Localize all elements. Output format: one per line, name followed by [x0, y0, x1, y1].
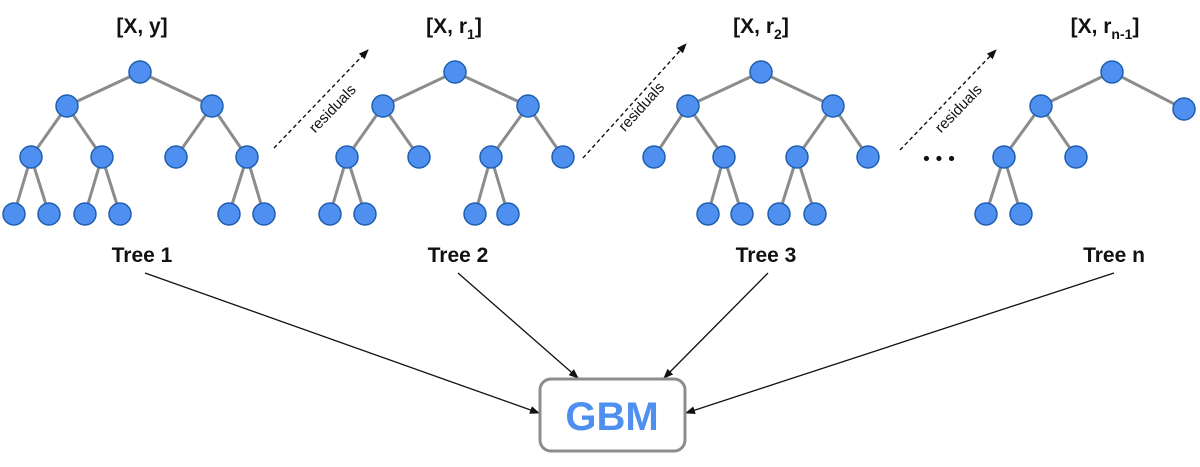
tree-3-edges [652, 70, 870, 215]
tree-3-input-label: [X, r2] [733, 15, 789, 42]
tree-node [712, 145, 736, 169]
tree-node [974, 202, 998, 226]
tree-2-input-label: [X, r1] [426, 15, 482, 42]
tree-node [252, 202, 276, 226]
arrow-tree-2-to-gbm [457, 272, 579, 379]
tree-node [479, 145, 503, 169]
tree-node [371, 94, 395, 118]
tree-node [37, 202, 61, 226]
tree-node [235, 145, 259, 169]
tree-node [803, 202, 827, 226]
tree-node [90, 145, 114, 169]
gbm-label: GBM [565, 395, 658, 439]
tree-n-label: Tree n [1083, 244, 1145, 267]
tree-node [443, 60, 467, 84]
residuals-arrow-3: residuals [899, 49, 997, 151]
tree-node [128, 60, 152, 84]
tree-node [164, 145, 188, 169]
tree-node [821, 94, 845, 118]
tree-node [1029, 94, 1053, 118]
tree-node [108, 202, 132, 226]
residuals-arrow-2: residuals [582, 43, 687, 159]
tree-3-label: Tree 3 [736, 244, 797, 267]
residuals-label: residuals [306, 81, 360, 136]
tree-node [1064, 145, 1088, 169]
aggregation-arrows [144, 272, 1115, 415]
tree-2: [X, r1] Tree 2 [318, 15, 575, 267]
tree-node [407, 145, 431, 169]
tree-node [318, 202, 342, 226]
tree-node [730, 202, 754, 226]
tree-node [200, 94, 224, 118]
arrow-tree-3-to-gbm [663, 272, 769, 379]
tree-node [696, 202, 720, 226]
tree-node [19, 145, 43, 169]
tree-node [353, 202, 377, 226]
tree-2-edges [328, 70, 565, 215]
gbm-box: GBM [538, 377, 687, 453]
tree-n-edges [984, 70, 1185, 215]
tree-node [785, 145, 809, 169]
tree-1-edges [12, 70, 266, 215]
tree-node [55, 94, 79, 118]
residuals-arrow-1: residuals [273, 49, 369, 149]
tree-2-nodes [318, 60, 575, 226]
tree-node [516, 94, 540, 118]
tree-n: [X, rn-1] Tree n [974, 15, 1196, 267]
tree-node [642, 145, 666, 169]
tree-node [767, 202, 791, 226]
tree-node [676, 94, 700, 118]
tree-node [2, 202, 26, 226]
tree-node [496, 202, 520, 226]
tree-node [1009, 202, 1033, 226]
tree-node [1172, 97, 1196, 121]
tree-3: [X, r2] Tree 3 [642, 15, 880, 267]
tree-1-label: Tree 1 [112, 244, 173, 267]
residuals-label: residuals [615, 79, 668, 135]
tree-3-nodes [642, 60, 880, 226]
tree-node [1100, 60, 1124, 84]
gbm-box-border [538, 377, 687, 453]
tree-node [856, 145, 880, 169]
tree-node [217, 202, 241, 226]
arrow-tree-n-to-gbm [685, 272, 1115, 415]
tree-1: [X, y] [2, 15, 276, 267]
arrow-tree-1-to-gbm [144, 272, 540, 414]
tree-n-nodes [974, 60, 1196, 226]
tree-node [992, 145, 1016, 169]
tree-node [335, 145, 359, 169]
tree-2-label: Tree 2 [428, 244, 489, 267]
tree-n-input-label: [X, rn-1] [1071, 15, 1140, 42]
tree-node [463, 202, 487, 226]
tree-node [749, 60, 773, 84]
tree-node [551, 145, 575, 169]
tree-1-input-label: [X, y] [116, 15, 167, 38]
tree-node [73, 202, 97, 226]
tree-1-nodes [2, 60, 276, 226]
ellipsis: ••• [921, 149, 959, 170]
